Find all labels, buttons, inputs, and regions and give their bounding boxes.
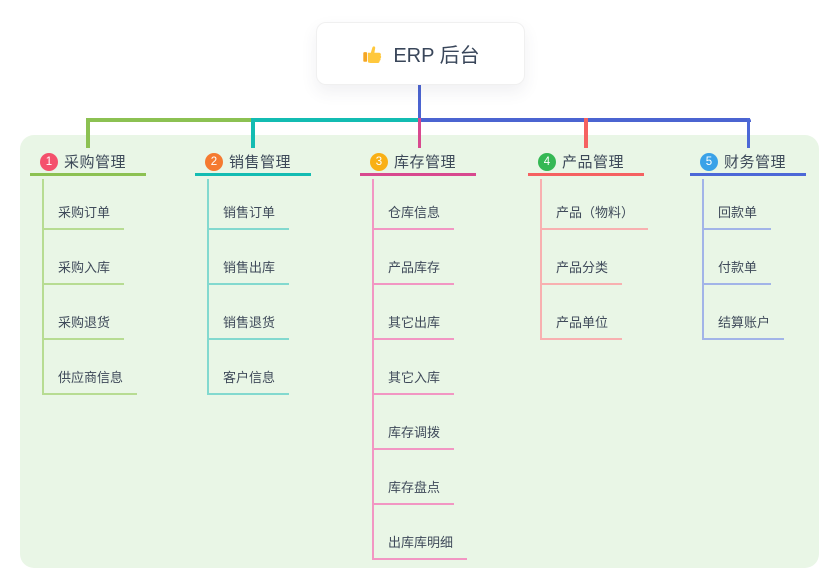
branch-trunk-line [372,179,374,560]
child-node[interactable]: 付款单 [702,257,772,285]
badge-2: 2 [205,152,223,171]
child-node[interactable]: 客户信息 [207,367,290,395]
branch-drop-line-sales [251,118,255,148]
child-node[interactable]: 结算账户 [702,312,785,340]
child-node[interactable]: 其它出库 [372,312,455,340]
branch-node-inventory[interactable]: 3 库存管理 [360,150,476,176]
child-node[interactable]: 库存调拨 [372,422,455,450]
child-node[interactable]: 其它入库 [372,367,455,395]
child-node[interactable]: 采购订单 [42,202,125,230]
branch-trunk-line [42,179,44,395]
branch-inventory: 3 库存管理 仓库信息 产品库存 其它出库 其它入库 库存调拨 库存盘点 出库库… [360,0,476,588]
connector-segment-teal [251,118,418,122]
branch-drop-line-finance [746,118,751,148]
child-node[interactable]: 库存盘点 [372,477,455,505]
branch-sales: 2 销售管理 销售订单 销售出库 销售退货 客户信息 [195,0,311,588]
branch-drop-line-inventory [417,118,422,148]
thumbs-up-icon [361,43,383,65]
branch-trunk-line [540,179,542,340]
child-node[interactable]: 销售退货 [207,312,290,340]
branch-trunk-line [207,179,209,395]
root-node[interactable]: ERP 后台 [316,22,525,85]
branch-drop-line-purchase [86,118,90,148]
child-node[interactable]: 出库库明细 [372,532,468,560]
branch-purchase: 1 采购管理 采购订单 采购入库 采购退货 供应商信息 [30,0,146,588]
mindmap-panel [20,135,819,568]
badge-3: 3 [370,152,388,171]
child-node[interactable]: 采购入库 [42,257,125,285]
branch-trunk-line [702,179,704,340]
branch-product: 4 产品管理 产品（物料） 产品分类 产品单位 [528,0,649,588]
branch-finance: 5 财务管理 回款单 付款单 结算账户 [690,0,806,588]
branch-label: 销售管理 [229,154,292,171]
branch-node-product[interactable]: 4 产品管理 [528,150,644,176]
branch-label: 采购管理 [64,154,127,171]
child-node[interactable]: 仓库信息 [372,202,455,230]
child-node[interactable]: 产品分类 [540,257,623,285]
child-node[interactable]: 产品单位 [540,312,623,340]
branch-drop-line-product [584,118,588,148]
branch-label: 产品管理 [562,154,625,171]
badge-5: 5 [700,152,718,171]
child-node[interactable]: 产品（物料） [540,202,649,230]
root-label: ERP 后台 [393,45,480,67]
branch-label: 财务管理 [724,154,787,171]
child-node[interactable]: 供应商信息 [42,367,138,395]
child-node[interactable]: 产品库存 [372,257,455,285]
branch-node-purchase[interactable]: 1 采购管理 [30,150,146,176]
branch-node-sales[interactable]: 2 销售管理 [195,150,311,176]
child-node[interactable]: 销售出库 [207,257,290,285]
root-connector-line [417,83,422,120]
child-node[interactable]: 回款单 [702,202,772,230]
connector-segment-green [86,118,252,122]
child-node[interactable]: 采购退货 [42,312,125,340]
branch-label: 库存管理 [394,154,457,171]
badge-1: 1 [40,152,58,171]
branch-node-finance[interactable]: 5 财务管理 [690,150,806,176]
child-node[interactable]: 销售订单 [207,202,290,230]
badge-4: 4 [538,152,556,171]
